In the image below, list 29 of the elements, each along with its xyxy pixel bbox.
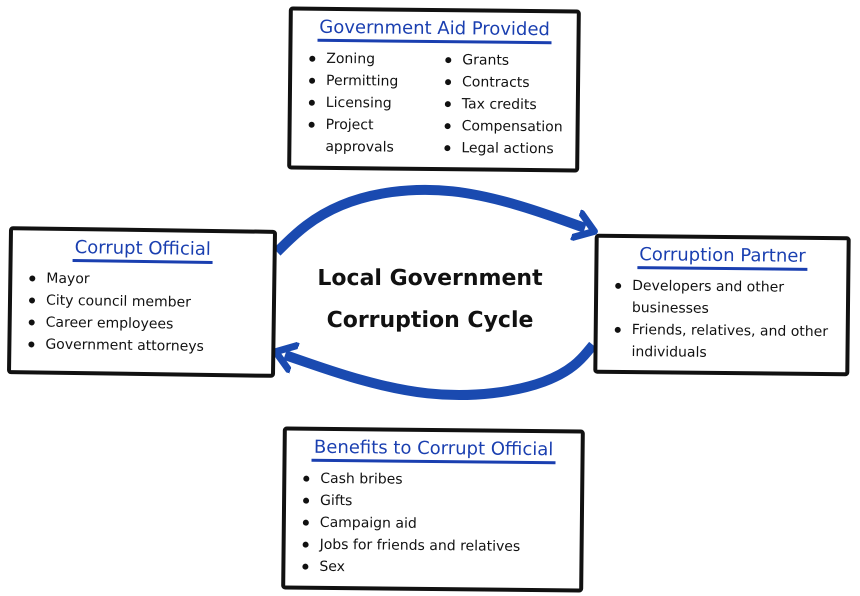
list-item: Licensing [326, 94, 392, 112]
list-item: Sex [319, 558, 346, 576]
list-item: Gifts [320, 492, 352, 510]
list-item: Grants [462, 52, 510, 69]
heading: Government Aid Provided [317, 16, 552, 44]
heading: Corrupt Official [72, 237, 213, 264]
list-item: Government attorneys [45, 336, 204, 355]
list-item: Mayor [46, 270, 90, 288]
list-item: Permitting [326, 72, 398, 90]
list-item: Tax credits [462, 96, 537, 114]
list-card [593, 234, 851, 376]
list-item: Contracts [462, 74, 530, 91]
list-item: Compensation [462, 118, 563, 136]
list-card [281, 426, 585, 593]
list-item: Career employees [46, 314, 174, 332]
list-item: Zoning [326, 50, 376, 68]
list-card [6, 226, 278, 378]
list-item: Friends, relatives, and other individuals [631, 322, 828, 361]
heading: Corruption Partner [637, 244, 808, 271]
list-item: Project approvals [325, 116, 394, 156]
list-item: Jobs for friends and relatives [320, 536, 520, 555]
list-item: Developers and other businesses [632, 278, 784, 317]
list-item: Cash bribes [320, 470, 403, 488]
list-item: City council member [46, 292, 192, 311]
title: Local Government Corruption Cycle [316, 265, 544, 335]
list-item: Legal actions [461, 140, 554, 158]
heading: Benefits to Corrupt Official [312, 436, 556, 464]
list-card [287, 6, 581, 173]
list-item: Campaign aid [320, 514, 417, 532]
